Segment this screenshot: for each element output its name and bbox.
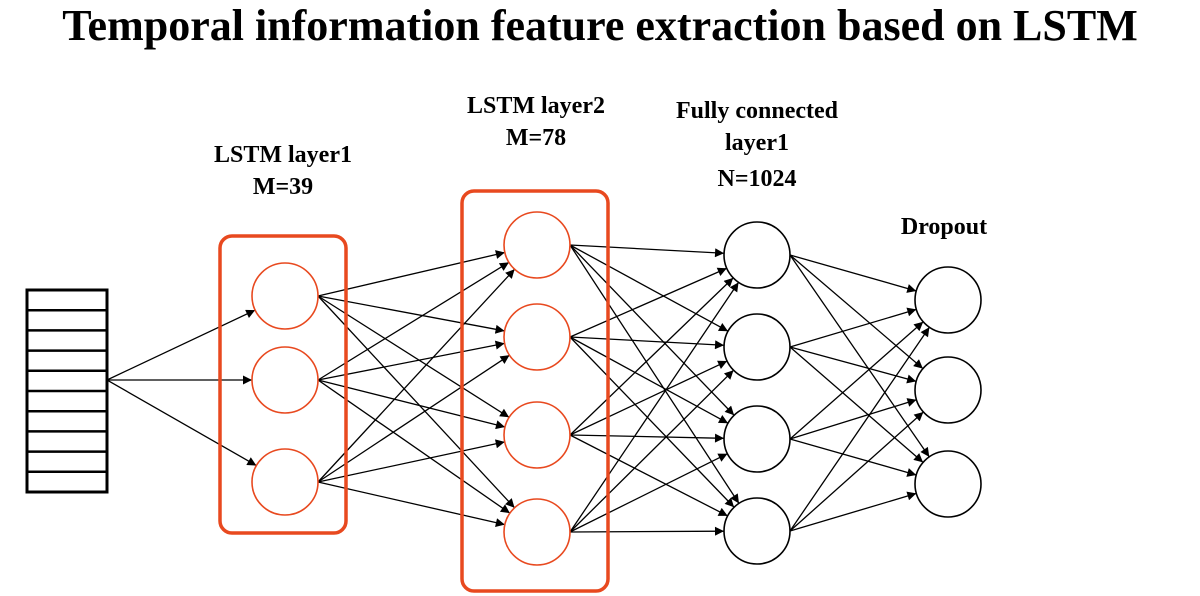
layer-edge (789, 254, 930, 458)
lstm2-label: M=78 (506, 125, 566, 151)
lstm2-node (503, 498, 571, 566)
lstm2-node (503, 211, 571, 279)
layer-edge (317, 268, 516, 483)
layer-edge (317, 295, 516, 509)
lstm1-node (251, 448, 319, 516)
dropout-node (914, 450, 982, 518)
layer-edge (317, 439, 505, 483)
fc1-label: N=1024 (717, 166, 796, 192)
lstm1-node (251, 262, 319, 330)
layer-edge (789, 398, 917, 440)
input-edge (106, 309, 256, 381)
layer-edge (569, 336, 725, 350)
layer-edge (317, 379, 511, 514)
layer-edge (317, 354, 510, 483)
diagram-title: Temporal information feature extraction … (62, 1, 1138, 50)
layer-edge (789, 254, 917, 293)
layer-edge (317, 379, 506, 430)
layer-edge (569, 277, 734, 436)
layer-edge (317, 340, 505, 381)
input-sequence (25, 288, 109, 494)
dropout-node (914, 356, 982, 424)
layer-edge (569, 360, 728, 436)
layer-edge (317, 295, 510, 418)
dropout-label: Dropout (901, 214, 987, 240)
lstm1-label: M=39 (253, 174, 313, 200)
fc1-node (723, 313, 791, 381)
lstm2-node (503, 303, 571, 371)
layer-edge (789, 326, 930, 532)
fc1-node (723, 405, 791, 473)
layer-edge (789, 346, 924, 463)
layer-edge (317, 295, 505, 334)
lstm1-node (251, 346, 319, 414)
layer-boxes (218, 189, 610, 593)
layer-edge (789, 346, 917, 384)
layer-edge (317, 481, 505, 528)
connections (106, 244, 930, 536)
layer-edge (317, 250, 506, 297)
lstm2-box (460, 189, 610, 593)
lstm1-label: LSTM layer1 (214, 142, 352, 168)
lstm2-node (503, 401, 571, 469)
layer-edge (317, 261, 510, 381)
layer-edge (789, 321, 924, 440)
layer-edge (569, 267, 728, 338)
layer-edge (569, 244, 729, 332)
dropout-node (914, 266, 982, 334)
input-edge (106, 379, 257, 467)
layer-edge (789, 411, 924, 532)
layer-edge (569, 244, 725, 258)
layer-edge (569, 453, 728, 533)
layer-edge (569, 336, 729, 424)
layer-edge (569, 244, 735, 416)
layer-edge (789, 438, 917, 477)
fc1-label: layer1 (725, 130, 789, 156)
fc1-node (723, 221, 791, 289)
layer-nodes (251, 211, 982, 566)
layer-edge (789, 307, 917, 348)
layer-edge (569, 281, 740, 533)
lstm2-label: LSTM layer2 (467, 93, 605, 119)
layer-edge (789, 254, 924, 370)
layer-edge (569, 336, 735, 508)
layer-edge (569, 526, 725, 536)
layer-edge (569, 244, 740, 504)
fc1-node (723, 497, 791, 565)
layer-edge (569, 433, 725, 443)
layer-edge (569, 434, 728, 517)
fc1-label: Fully connected (676, 98, 839, 124)
lstm1-box (218, 234, 348, 535)
layer-edge (569, 369, 734, 533)
layer-edge (789, 491, 917, 532)
